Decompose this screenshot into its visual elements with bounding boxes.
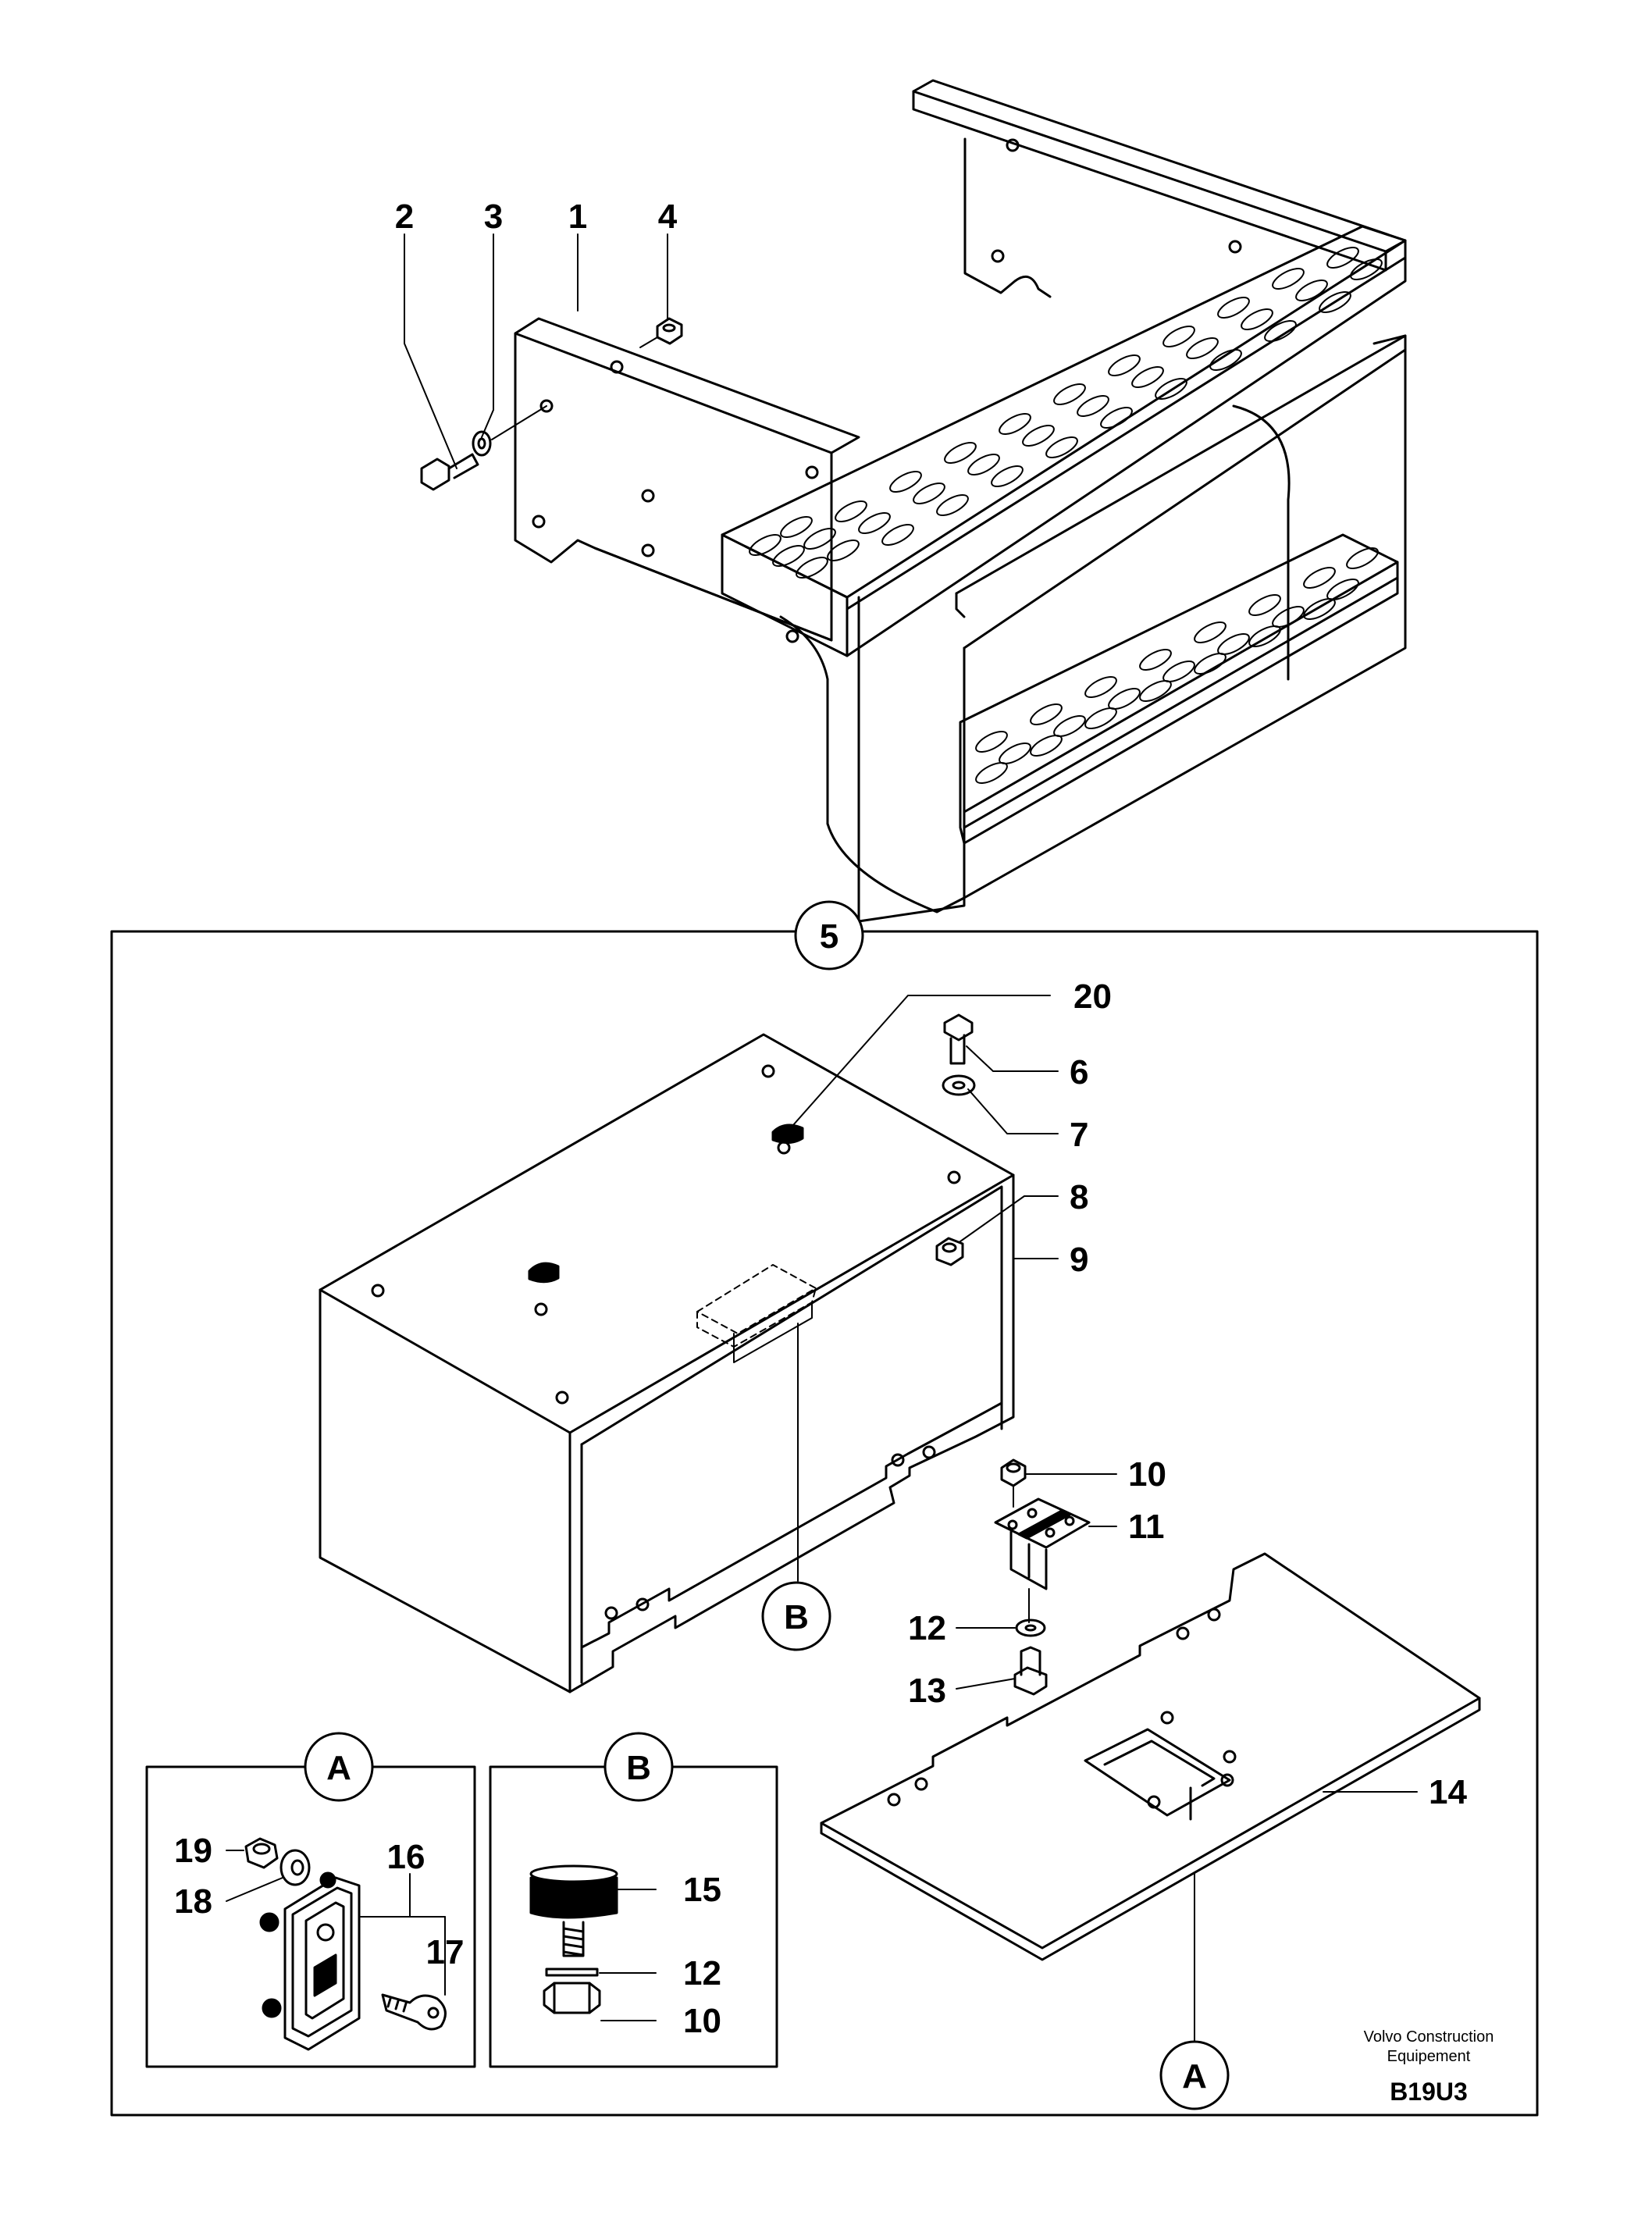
callout-11: 11	[1128, 1508, 1165, 1546]
cover-plate-14	[820, 1552, 1481, 1961]
buffer-assembly	[529, 1864, 618, 2014]
circle-b-detail	[603, 1732, 674, 1802]
callout-16: 16	[387, 1838, 425, 1876]
detail-box-b	[489, 1765, 778, 2068]
callout-10-detail-b: 10	[683, 2002, 721, 2040]
callout-3: 3	[484, 198, 503, 236]
callout-18: 18	[174, 1882, 212, 1921]
callout-10: 10	[1128, 1455, 1166, 1494]
upper-tread-holes	[749, 246, 1383, 579]
circle-a-detail	[304, 1732, 374, 1802]
detail-label-b-main: B	[784, 1598, 809, 1636]
detail-label-a-main: A	[1182, 2057, 1207, 2096]
bolt-2	[420, 453, 479, 491]
callout-2: 2	[395, 198, 414, 236]
detail-box-a	[145, 1765, 476, 2068]
callout-12: 12	[908, 1609, 946, 1647]
circle-a-main	[1159, 2040, 1230, 2110]
circle-b-main	[761, 1581, 831, 1651]
washer-7	[942, 1074, 976, 1096]
callout-6: 6	[1070, 1053, 1088, 1091]
frame-circle-5	[794, 900, 864, 970]
nut-8	[935, 1237, 964, 1266]
hinge-11	[994, 1497, 1091, 1590]
callout-12-detail-b: 12	[683, 1954, 721, 1992]
tool-box	[319, 1033, 1015, 1693]
callout-13: 13	[908, 1672, 946, 1710]
callout-17: 17	[426, 1933, 465, 1971]
callout-4: 4	[658, 198, 678, 236]
step-assembly	[404, 79, 1407, 923]
bolt-6	[943, 1013, 974, 1065]
washer-3	[472, 430, 492, 457]
callout-8: 8	[1070, 1178, 1088, 1216]
callout-9: 9	[1070, 1241, 1088, 1279]
callout-7: 7	[1070, 1116, 1088, 1154]
callout-14: 14	[1429, 1773, 1467, 1811]
footer-company-line2: Equipement	[1387, 2048, 1471, 2065]
callout-15: 15	[683, 1871, 721, 1909]
callout-1: 1	[568, 198, 587, 236]
detail-frame	[110, 930, 1539, 2117]
callout-19: 19	[174, 1832, 212, 1870]
nut-10	[1000, 1458, 1027, 1487]
callout-5: 5	[820, 917, 838, 956]
lower-tread-holes	[975, 547, 1379, 785]
nut-4	[656, 317, 683, 345]
footer-company-line1: Volvo Construction	[1364, 2028, 1494, 2046]
callout-20: 20	[1073, 978, 1112, 1016]
detail-label-a-box: A	[326, 1749, 351, 1787]
lock-assembly	[244, 1837, 447, 2051]
washer-12	[1015, 1619, 1046, 1637]
footer-drawing-code: B19U3	[1390, 2078, 1468, 2106]
bolt-13	[1013, 1646, 1048, 1696]
detail-label-b-box: B	[626, 1749, 651, 1787]
